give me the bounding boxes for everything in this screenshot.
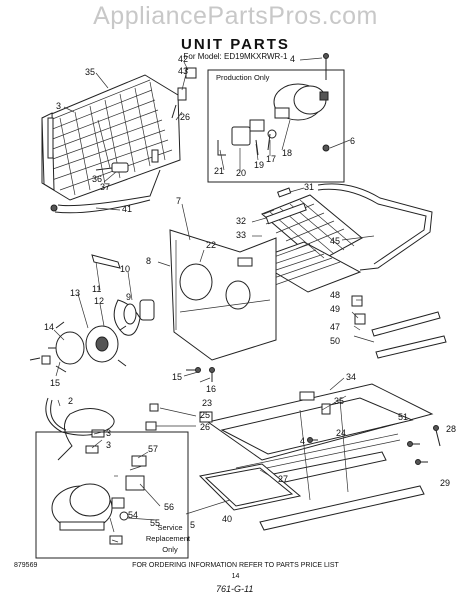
callout-50: 51	[398, 412, 408, 422]
callout-16: 16	[206, 384, 216, 394]
callout-53: 56	[164, 502, 174, 512]
callout-8: 8	[146, 256, 151, 266]
callout-15b: 15	[172, 372, 182, 382]
production-only-box: Production Only	[207, 69, 345, 183]
callout-7: 7	[176, 196, 181, 206]
callout-30: 29	[440, 478, 450, 488]
callout-27: 26	[180, 112, 190, 122]
leader-lines	[53, 57, 375, 543]
condenser-coil	[252, 187, 363, 293]
callout-34: 34	[346, 372, 356, 382]
callout-35: 35	[334, 396, 344, 406]
condenser-fan-motor	[41, 321, 127, 373]
callout-31: 31	[304, 182, 314, 192]
callout-32: 32	[236, 216, 246, 226]
evaporator-coil	[41, 74, 181, 201]
callout-23: 23	[202, 398, 212, 408]
callout-37: 36	[92, 174, 102, 184]
service-label-line1: Service	[157, 523, 182, 532]
doc-number: 879569	[14, 562, 38, 569]
callout-18: 18	[282, 148, 292, 158]
callout-29: 28	[446, 424, 456, 434]
callout-15a: 15	[50, 378, 60, 388]
callout-17: 17	[266, 154, 276, 164]
callout-22: 22	[206, 240, 216, 250]
callout-40: 40	[222, 514, 232, 524]
machine-compartment	[169, 229, 277, 361]
service-label-line3: Only	[162, 545, 178, 554]
callout-42: 43	[178, 66, 188, 76]
callout-4: 4	[290, 54, 295, 64]
page-number: 14	[231, 573, 240, 580]
callout-6: 6	[350, 136, 355, 146]
service-label-line2: Replacement	[146, 534, 191, 543]
callout-2: 3	[106, 428, 111, 438]
callout-9: 9	[126, 292, 131, 302]
callout-21: 21	[214, 166, 224, 176]
callout-52: 55	[150, 518, 160, 528]
callout-12: 12	[94, 296, 104, 306]
service-replacement-box: Service Replacement Only	[35, 431, 191, 559]
callout-51: 54	[128, 510, 138, 520]
callout-45: 45	[330, 236, 340, 246]
model-line: For Model: ED19MKXRWR-1	[183, 52, 288, 61]
callout-19: 19	[254, 160, 264, 170]
callout-10: 10	[120, 264, 130, 274]
callout-3c: 3	[106, 440, 111, 450]
callout-11: 11	[92, 284, 101, 294]
callout-38: 37	[100, 182, 110, 192]
callout-47: 48	[330, 290, 340, 300]
callout-43: 41	[122, 204, 132, 214]
callout-28: 27	[278, 474, 288, 484]
callout-3a: 3	[56, 101, 61, 111]
callout-49: 50	[330, 336, 340, 346]
callout-48: 49	[330, 304, 340, 314]
callout-20: 20	[236, 168, 246, 178]
callout-36: 35	[85, 67, 95, 77]
watermark: AppliancePartsPros.com	[93, 2, 378, 30]
drain-pan	[198, 463, 302, 511]
callout-5: 5	[190, 520, 195, 530]
callout-46: 47	[330, 322, 340, 332]
callout-1: 2	[68, 396, 73, 406]
callout-26: 26	[200, 422, 210, 432]
callout-24: 24	[336, 428, 346, 438]
ordering-footer: FOR ORDERING INFORMATION REFER TO PARTS …	[132, 562, 339, 569]
callout-41: 42	[178, 54, 188, 64]
callout-3b: 4	[300, 436, 305, 446]
handwritten-code: 761-G-11	[216, 584, 254, 594]
callout-13: 13	[70, 288, 80, 298]
callout-33: 33	[236, 230, 246, 240]
page-title: UNIT PARTS	[181, 36, 290, 53]
callout-14: 14	[44, 322, 54, 332]
callout-25: 25	[200, 410, 210, 420]
callout-54: 57	[148, 444, 158, 454]
callout-numbers: 35 3 42 43 26 4 6 21 20 19 17 18 36 37 4…	[44, 54, 456, 530]
production-only-label: Production Only	[216, 73, 270, 82]
